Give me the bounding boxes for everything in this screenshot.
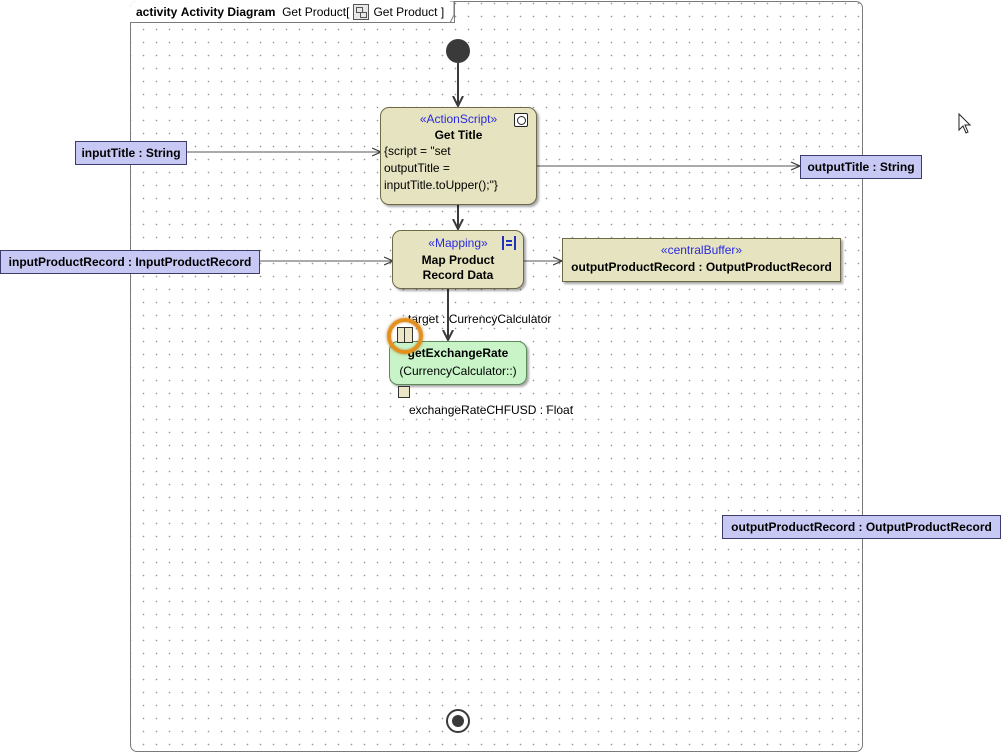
central-buffer-output-product-record[interactable]: «centralBuffer» outputProductRecord : Ou… (562, 238, 841, 282)
map-name-line: Record Data (422, 268, 494, 282)
map-name-line: Map Product (421, 253, 495, 267)
get-title-stereotype: «ActionScript» (419, 112, 498, 126)
map-stereotype: «Mapping» (428, 236, 488, 250)
script-line: outputTitle = (384, 161, 450, 175)
pin-input-title[interactable]: inputTitle : String (75, 141, 187, 165)
target-pin-label: target : CurrencyCalculator (408, 312, 552, 326)
initial-node[interactable] (446, 39, 470, 63)
frame-header-tab: activity Activity Diagram Get Product [ … (130, 1, 456, 23)
frame-name: Activity Diagram (180, 4, 276, 19)
pin-output-title[interactable]: outputTitle : String (800, 155, 922, 179)
frame-icon-label: Get Product (373, 4, 438, 19)
selection-highlight-ring (387, 318, 423, 354)
frame-bracket-open: [ (346, 4, 350, 19)
frame-tab-corner (450, 1, 455, 23)
get-title-name: Get Title (434, 128, 483, 142)
action-get-title[interactable]: «ActionScript» Get Title {script = "set … (380, 107, 537, 205)
script-line: inputTitle.toUpper();"} (384, 178, 498, 192)
buffer-name: outputProductRecord : OutputProductRecor… (571, 260, 832, 274)
action-script-icon (514, 113, 528, 127)
get-title-script: {script = "set outputTitle = inputTitle.… (381, 143, 536, 194)
mouse-cursor-icon (958, 113, 972, 134)
output-pin-exchange-rate[interactable] (398, 386, 410, 398)
pin-output-product-record[interactable]: outputProductRecord : OutputProductRecor… (722, 515, 1001, 539)
output-pin-label: exchangeRateCHFUSD : Float (409, 403, 574, 417)
buffer-stereotype: «centralBuffer» (660, 243, 743, 257)
get-exchange-rate-name: getExchangeRate (407, 346, 509, 360)
activity-final-node[interactable] (446, 709, 470, 733)
get-exchange-rate-owner: (CurrencyCalculator::) (399, 364, 517, 378)
script-line: {script = "set (384, 144, 451, 158)
final-node-core (452, 715, 464, 727)
frame-bracket-close: ] (440, 4, 445, 19)
activity-diagram-icon (353, 3, 370, 20)
pin-input-product-record[interactable]: inputProductRecord : InputProductRecord (0, 250, 260, 274)
frame-context: Get Product (282, 4, 347, 19)
mapping-icon (502, 236, 516, 250)
frame-kind: activity (136, 4, 178, 19)
